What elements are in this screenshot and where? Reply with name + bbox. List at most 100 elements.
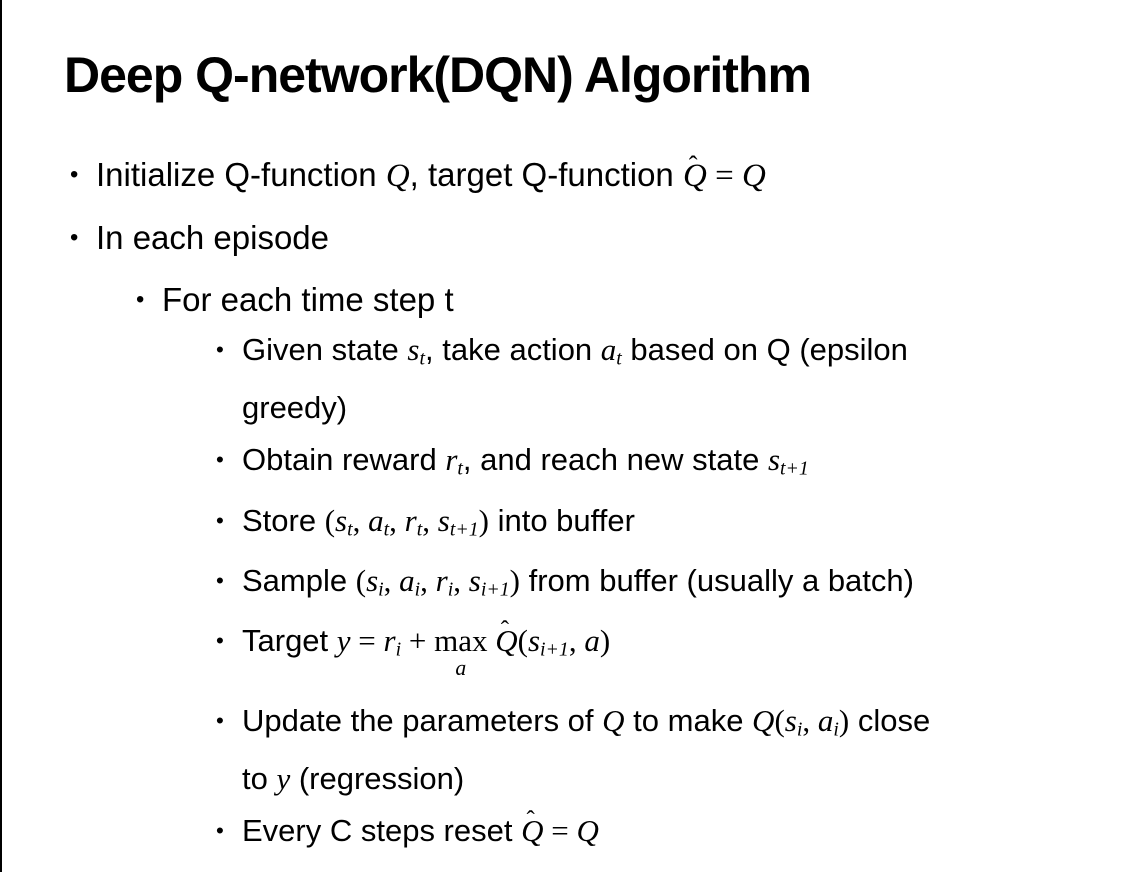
math-variable: s: [784, 702, 797, 738]
text-run: Sample: [242, 563, 356, 599]
bullet-dot: •: [216, 568, 224, 594]
math-subscript: i: [796, 718, 803, 741]
text-run: Update the parameters of: [242, 702, 603, 738]
math-operator: (: [774, 702, 785, 738]
bullet-item: •Store (st, at, rt, st+1) into buffer: [216, 496, 1106, 554]
text-line: In each episode: [96, 213, 1106, 263]
bullet-dot: •: [70, 224, 79, 251]
bullet-text: For each time step t: [162, 275, 1106, 325]
text-run: In each episode: [96, 219, 330, 256]
math-variable: Q: [385, 158, 410, 194]
math-operator: (: [355, 563, 367, 599]
hat-base: Q: [682, 158, 707, 194]
text-line: Given state st, take action at based on …: [242, 325, 1106, 383]
max-under-argument: a: [455, 655, 467, 680]
text-line: For each time step t: [162, 275, 1106, 325]
math-operator: ): [838, 702, 850, 738]
bullet-item: •Sample (si, ai, ri, si+1) from buffer (…: [216, 556, 1106, 614]
text-line: Sample (si, ai, ri, si+1) from buffer (u…: [242, 556, 1106, 614]
math-subscript: i: [833, 718, 839, 741]
math-variable: Q: [752, 702, 775, 738]
math-operator: [487, 623, 495, 658]
text-line: Initialize Q-function Q, target Q-functi…: [96, 150, 1106, 201]
text-run: Given state: [242, 332, 408, 367]
math-variable: s: [407, 332, 420, 367]
math-subscript: t: [419, 347, 426, 370]
text-run: Obtain reward: [242, 442, 446, 478]
math-operator: (: [517, 623, 528, 659]
math-operator: +: [401, 623, 435, 659]
text-run: , take action: [425, 332, 601, 367]
math-variable: a: [368, 502, 384, 538]
bullet-dot: •: [216, 707, 224, 733]
bullet-text: Sample (si, ai, ri, si+1) from buffer (u…: [242, 556, 1106, 614]
hat-accent: ˆ: [526, 806, 535, 834]
text-run: based on Q (epsilon: [621, 332, 908, 367]
bullet-dot: •: [70, 161, 79, 188]
math-variable: s: [366, 563, 379, 599]
bullet-text: Given state st, take action at based on …: [242, 325, 1106, 433]
math-variable: a: [399, 563, 415, 599]
math-subscript: i: [447, 578, 454, 601]
text-line: greedy): [242, 383, 1106, 433]
text-run: close: [849, 702, 931, 738]
bullet-item: • Initialize Q-function Q, target Q-funct…: [70, 150, 1106, 201]
math-variable: r: [445, 442, 458, 478]
text-run: For each time step t: [162, 281, 454, 318]
math-operator: =: [543, 813, 577, 849]
math-operator: ,: [453, 563, 469, 599]
bullet-text: Initialize Q-function Q, target Q-functi…: [96, 150, 1106, 201]
math-subscript: i+1: [480, 578, 510, 601]
math-operator: ): [509, 563, 520, 599]
math-operator: ,: [352, 502, 369, 538]
text-run: Every C steps reset: [242, 813, 522, 849]
math-operator: ): [599, 623, 611, 659]
slide-title: Deep Q-network(DQN) Algorithm: [64, 47, 812, 103]
math-variable: a: [584, 623, 600, 659]
math-variable: y: [336, 623, 351, 659]
bullet-dot: •: [216, 628, 224, 654]
text-run: (regression): [290, 761, 465, 797]
bullet-item: •Obtain reward rt, and reach new state s…: [216, 435, 1106, 493]
bullet-dot: •: [216, 337, 224, 362]
math-variable: Q: [741, 158, 766, 194]
hat-accent: ˆ: [688, 149, 698, 180]
math-variable: Q: [602, 702, 625, 738]
bullet-dot: •: [216, 818, 224, 844]
bullet-dot: •: [216, 507, 224, 533]
math-operator: ,: [422, 502, 438, 538]
bullet-dot: •: [136, 286, 145, 313]
math-variable: s: [468, 563, 481, 599]
bullet-item: • For each time step t: [136, 275, 1106, 325]
text-line: Store (st, at, rt, st+1) into buffer: [242, 496, 1106, 554]
math-variable: s: [527, 623, 541, 659]
math-operator: =: [706, 158, 742, 194]
math-operator: ,: [420, 563, 436, 599]
text-run: into buffer: [488, 502, 635, 538]
math-variable: Q: [576, 813, 599, 849]
text-line: Obtain reward rt, and reach new state st…: [242, 435, 1106, 493]
bullet-dot: •: [216, 447, 224, 473]
math-variable: s: [437, 502, 450, 538]
text-run: to: [242, 761, 277, 797]
math-operator: ,: [389, 502, 405, 538]
math-subscript: t: [457, 457, 463, 480]
bullet-item: •Update the parameters of Q to make Q(si…: [216, 696, 1106, 804]
math-operator: ): [478, 502, 489, 538]
hat-accent: ˆ: [500, 617, 509, 645]
text-line: to y (regression): [242, 754, 1106, 804]
text-run: to make: [624, 702, 753, 738]
math-variable: s: [767, 442, 781, 478]
text-run: Initialize Q-function: [96, 156, 386, 193]
math-operator: (: [324, 502, 336, 538]
